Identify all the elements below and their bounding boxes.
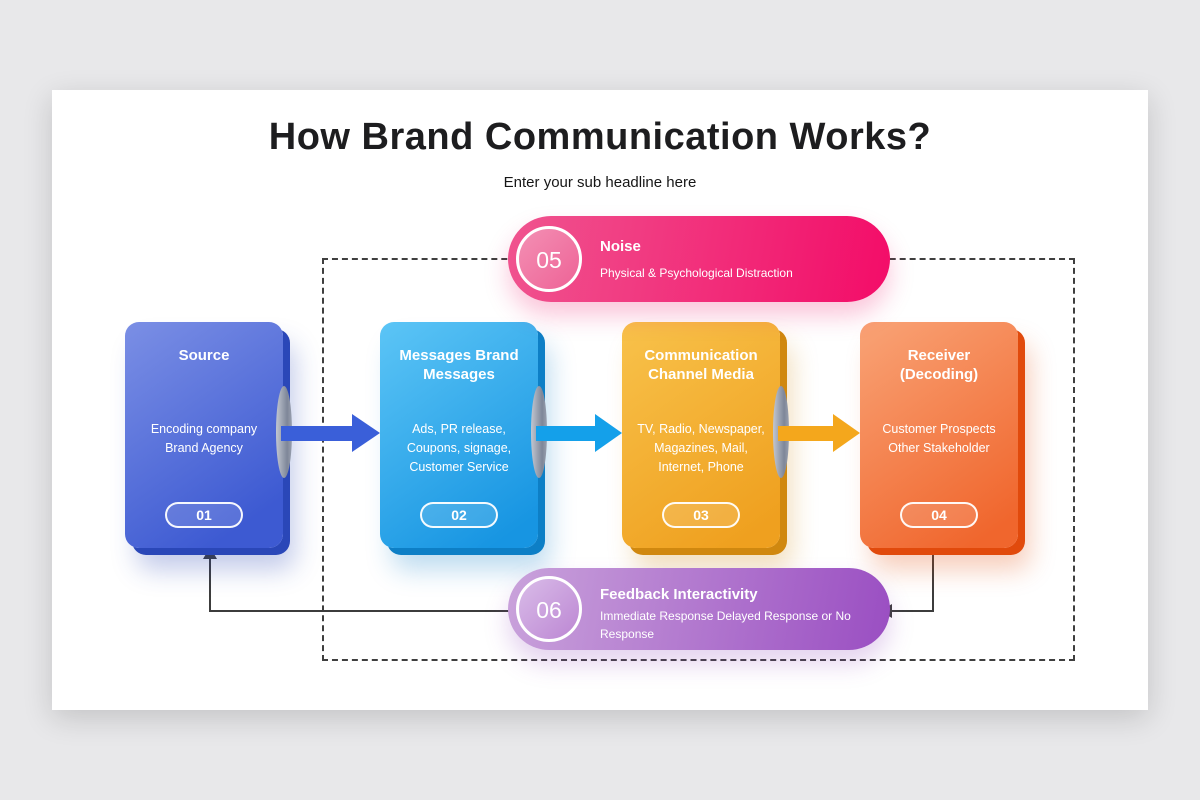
step-title: Communication Channel Media [644, 347, 758, 383]
arrowhead-up-icon [203, 547, 217, 559]
step-title: Messages Brand Messages [399, 347, 519, 383]
feedback-title: Feedback Interactivity [600, 586, 758, 603]
step-number-badge: 04 [900, 502, 978, 528]
step-number-badge: 03 [662, 502, 740, 528]
step-title: Source [178, 347, 230, 364]
noise-subtitle: Physical & Psychological Distraction [600, 266, 793, 280]
feedback-pill: 06 Feedback Interactivity Immediate Resp… [508, 568, 890, 650]
noise-text: Noise Physical & Psychological Distracti… [600, 216, 872, 282]
feedback-subtitle: Immediate Response Delayed Response or N… [600, 609, 851, 641]
step-box-receiver: Receiver (Decoding) Customer Prospects O… [860, 322, 1018, 548]
step-box-channel: Communication Channel Media TV, Radio, N… [622, 322, 789, 548]
step-body: Ads, PR release, Coupons, signage, Custo… [388, 420, 530, 477]
step-title: Receiver (Decoding) [899, 347, 979, 383]
page-title: How Brand Communication Works? [268, 116, 932, 158]
feedback-text: Feedback Interactivity Immediate Respons… [600, 568, 872, 643]
noise-number-circle: 05 [516, 226, 582, 292]
step-body-line: Internet, Phone [658, 460, 744, 474]
step-body-line: Coupons, signage, [406, 441, 512, 455]
step-body-line: Ads, PR release, [412, 422, 506, 436]
flow-arrow-1 [281, 426, 353, 441]
flow-arrow-2 [536, 426, 596, 441]
step-body-line: Encoding company [150, 422, 258, 436]
step-body: Customer Prospects Other Stakeholder [868, 420, 1010, 458]
step-body-line: Customer Service [409, 460, 509, 474]
noise-title: Noise [600, 238, 641, 255]
step-body-line: Customer Prospects [882, 422, 996, 436]
step-body-line: Magazines, Mail, [654, 441, 748, 455]
flow-arrow-3-head-icon [833, 414, 860, 452]
noise-pill: 05 Noise Physical & Psychological Distra… [508, 216, 890, 302]
step-box-messages: Messages Brand Messages Ads, PR release,… [380, 322, 547, 548]
step-body-line: TV, Radio, Newspaper, [637, 422, 765, 436]
step-body: Encoding company Brand Agency [133, 420, 275, 458]
step-body: TV, Radio, Newspaper, Magazines, Mail, I… [630, 420, 772, 477]
step-number-badge: 02 [420, 502, 498, 528]
feedback-number-circle: 06 [516, 576, 582, 642]
flow-arrow-2-head-icon [595, 414, 622, 452]
step-number-badge: 01 [165, 502, 243, 528]
connector-receiver-left [891, 610, 933, 612]
connector-feedback-up [209, 557, 211, 611]
step-body-line: Brand Agency [165, 441, 243, 455]
page-subtitle: Enter your sub headline here [503, 174, 697, 191]
flow-arrow-1-head-icon [352, 414, 380, 452]
step-body-line: Other Stakeholder [888, 441, 990, 455]
step-box-source: Source Encoding company Brand Agency 01 [125, 322, 292, 548]
flow-arrow-3 [778, 426, 834, 441]
connector-feedback-left [209, 610, 509, 612]
connector-receiver-down [932, 548, 934, 612]
